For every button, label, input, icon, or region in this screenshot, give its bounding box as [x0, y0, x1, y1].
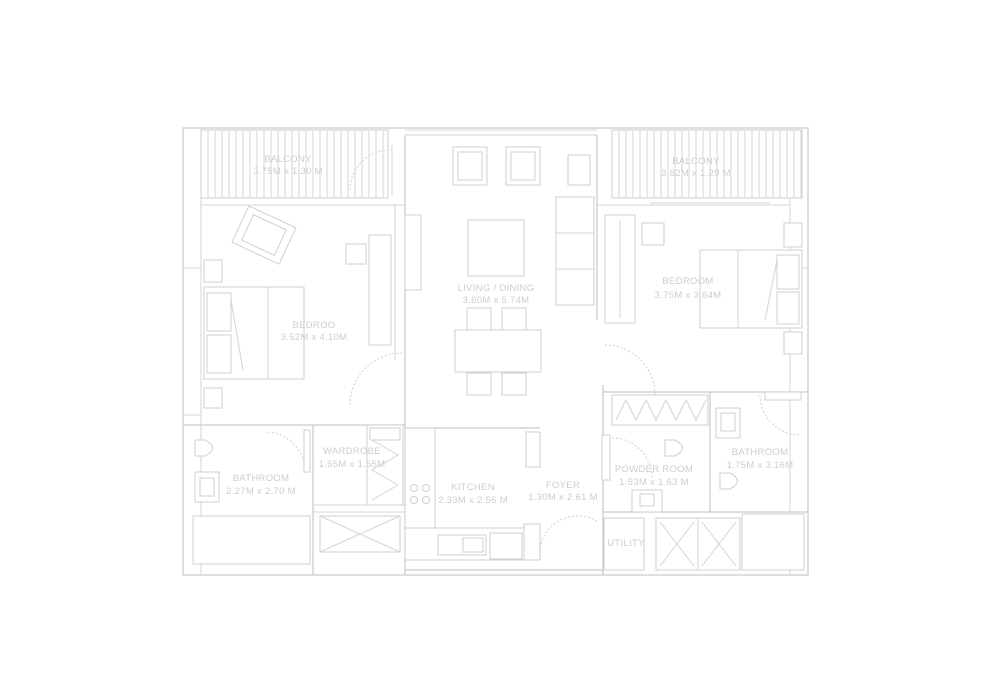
- bathtub: [192, 515, 311, 565]
- utility-name: UTILITY: [607, 538, 645, 549]
- burner: [410, 484, 418, 492]
- side-table: [567, 154, 591, 186]
- chair: [501, 307, 527, 331]
- toilet: [194, 439, 213, 457]
- foyer-name: FOYER: [546, 480, 580, 491]
- kitchen-size: 2.33M x 2.56 M: [438, 495, 508, 506]
- room-labels: BALCONY 3.75M x 1.30 M BALCONY 3.62M x 1…: [226, 154, 793, 549]
- bathroom-left-fixtures: [192, 429, 401, 565]
- kitchen-fixtures: [404, 427, 599, 561]
- wardrobe-furniture: [366, 424, 404, 506]
- foyer-size: 1.30M x 2.61 M: [528, 492, 598, 503]
- living-size: 3.60M x 5.74M: [463, 295, 530, 306]
- wardrobe-name: WARDROBE: [323, 446, 381, 457]
- service-fixtures: [601, 391, 805, 571]
- balcony-right: [597, 129, 803, 206]
- balcony-right-name: BALCONY: [672, 156, 720, 167]
- balcony-right-size: 3.62M x 1.29 M: [661, 168, 731, 179]
- balcony-left-name: BALCONY: [264, 154, 312, 165]
- chair: [466, 372, 492, 396]
- tv-unit: [404, 214, 422, 291]
- side-table: [641, 222, 665, 246]
- balcony-left-size: 3.75M x 1.30 M: [253, 166, 323, 177]
- bedroom-right-size: 3.75M x 3.64M: [655, 290, 722, 301]
- nightstand: [783, 331, 803, 355]
- toilet: [664, 439, 683, 457]
- toilet: [719, 472, 738, 490]
- wardrobe-unit: [368, 234, 392, 346]
- counter: [404, 427, 436, 529]
- living-furniture: [349, 146, 595, 406]
- bedroom-left-name: BEDROO: [293, 320, 336, 331]
- balcony-left: [200, 129, 405, 206]
- bathroom-left-size: 2.27M x 2.70 M: [226, 486, 296, 497]
- nightstand: [783, 222, 803, 248]
- dining-table: [454, 329, 542, 373]
- side-table: [345, 243, 367, 265]
- living-name: LIVING / DINING: [458, 283, 535, 294]
- bathroom-left-name: BATHROOM: [233, 473, 290, 484]
- bedroom-right-furniture: [604, 214, 803, 396]
- nightstand: [203, 387, 223, 409]
- powder-room-name: POWDER ROOM: [615, 464, 693, 475]
- bedroom-right-name: BEDROOM: [662, 276, 713, 287]
- storage-unit: [611, 394, 709, 426]
- coffee-table: [467, 219, 525, 277]
- bedroom-left-furniture: [203, 205, 396, 409]
- chair: [501, 372, 527, 396]
- wardrobe-size: 1.65M x 1.65M: [319, 459, 386, 470]
- bathroom-right-name: BATHROOM: [732, 447, 789, 458]
- fridge: [489, 532, 523, 560]
- chair: [466, 307, 492, 331]
- nightstand: [203, 259, 223, 283]
- powder-room-size: 1.53M x 1.63 M: [619, 477, 689, 488]
- utility-cabinet: [603, 517, 645, 571]
- bathroom-right-size: 1.75M x 3.16M: [727, 460, 794, 471]
- bedroom-left-size: 3.52M x 4.10M: [281, 332, 348, 343]
- kitchen-name: KITCHEN: [451, 482, 495, 493]
- sofa: [555, 196, 595, 306]
